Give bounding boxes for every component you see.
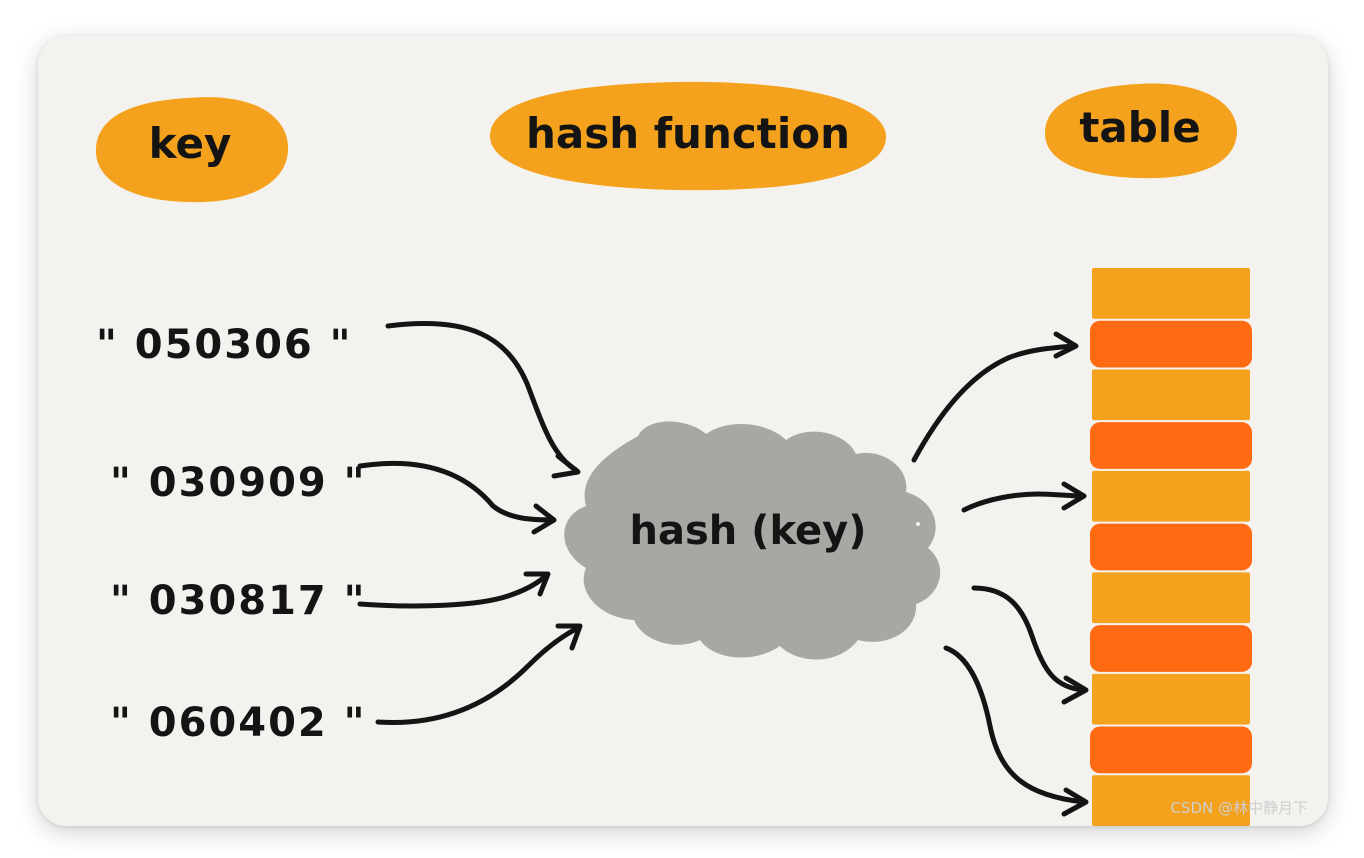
hash-cloud: hash (key)	[564, 421, 941, 660]
output-arrows	[911, 331, 1089, 817]
key-label: " 050306 "	[96, 322, 353, 368]
table-slot	[1092, 369, 1250, 421]
arrowhead-out-1	[1053, 331, 1079, 359]
arrowhead-key-1	[551, 453, 581, 479]
arrow-key-4	[375, 625, 581, 725]
table-slot	[1092, 470, 1250, 522]
table-slot	[1090, 726, 1252, 774]
arrow-out-3	[971, 585, 1087, 693]
table-slot	[1090, 625, 1252, 672]
arrowhead-key-3	[523, 571, 551, 597]
table-slot	[1090, 422, 1252, 469]
key-pill: key	[95, 97, 289, 203]
table-slot	[1092, 572, 1250, 624]
arrowhead-key-2	[531, 503, 557, 535]
diagram-card: key hash function table " 050306 " " 030…	[38, 36, 1328, 826]
arrowhead-out-3	[1061, 675, 1089, 705]
watermark: CSDN @林中静月下	[1170, 799, 1308, 817]
hash-table-diagram: key hash function table " 050306 " " 030…	[95, 81, 1252, 826]
table-slot	[1090, 320, 1252, 368]
table-slot	[1092, 775, 1250, 826]
hash-cloud-shape	[564, 421, 941, 660]
arrowhead-out-4	[1061, 787, 1089, 817]
key-label: " 030817 "	[110, 578, 367, 624]
arrow-key-1	[385, 321, 579, 473]
table-pill: table	[1044, 83, 1238, 179]
key-pill-shape	[95, 97, 289, 203]
table-slot	[1092, 268, 1250, 319]
table-slot	[1090, 523, 1252, 571]
hash-function-pill-shape	[490, 81, 887, 191]
key-pill-label: key	[149, 119, 232, 168]
hash-table-column	[1090, 268, 1252, 826]
hash-function-pill: hash function	[490, 81, 887, 191]
hash-cloud-label: hash (key)	[630, 508, 867, 554]
arrow-out-1	[911, 343, 1077, 463]
arrow-out-4	[943, 645, 1087, 805]
key-label: " 060402 "	[110, 700, 367, 746]
cloud-speck	[916, 522, 920, 526]
arrowhead-key-4	[555, 623, 583, 651]
table-pill-label: table	[1079, 103, 1200, 152]
table-slot	[1092, 673, 1250, 725]
arrowhead-out-2	[1061, 481, 1087, 511]
key-label: " 030909 "	[110, 460, 367, 506]
input-arrows	[357, 321, 583, 725]
table-pill-shape	[1044, 83, 1238, 179]
arrow-key-3	[357, 573, 549, 609]
arrow-key-2	[357, 460, 556, 523]
hash-function-pill-label: hash function	[526, 109, 850, 158]
arrow-out-2	[961, 491, 1085, 513]
